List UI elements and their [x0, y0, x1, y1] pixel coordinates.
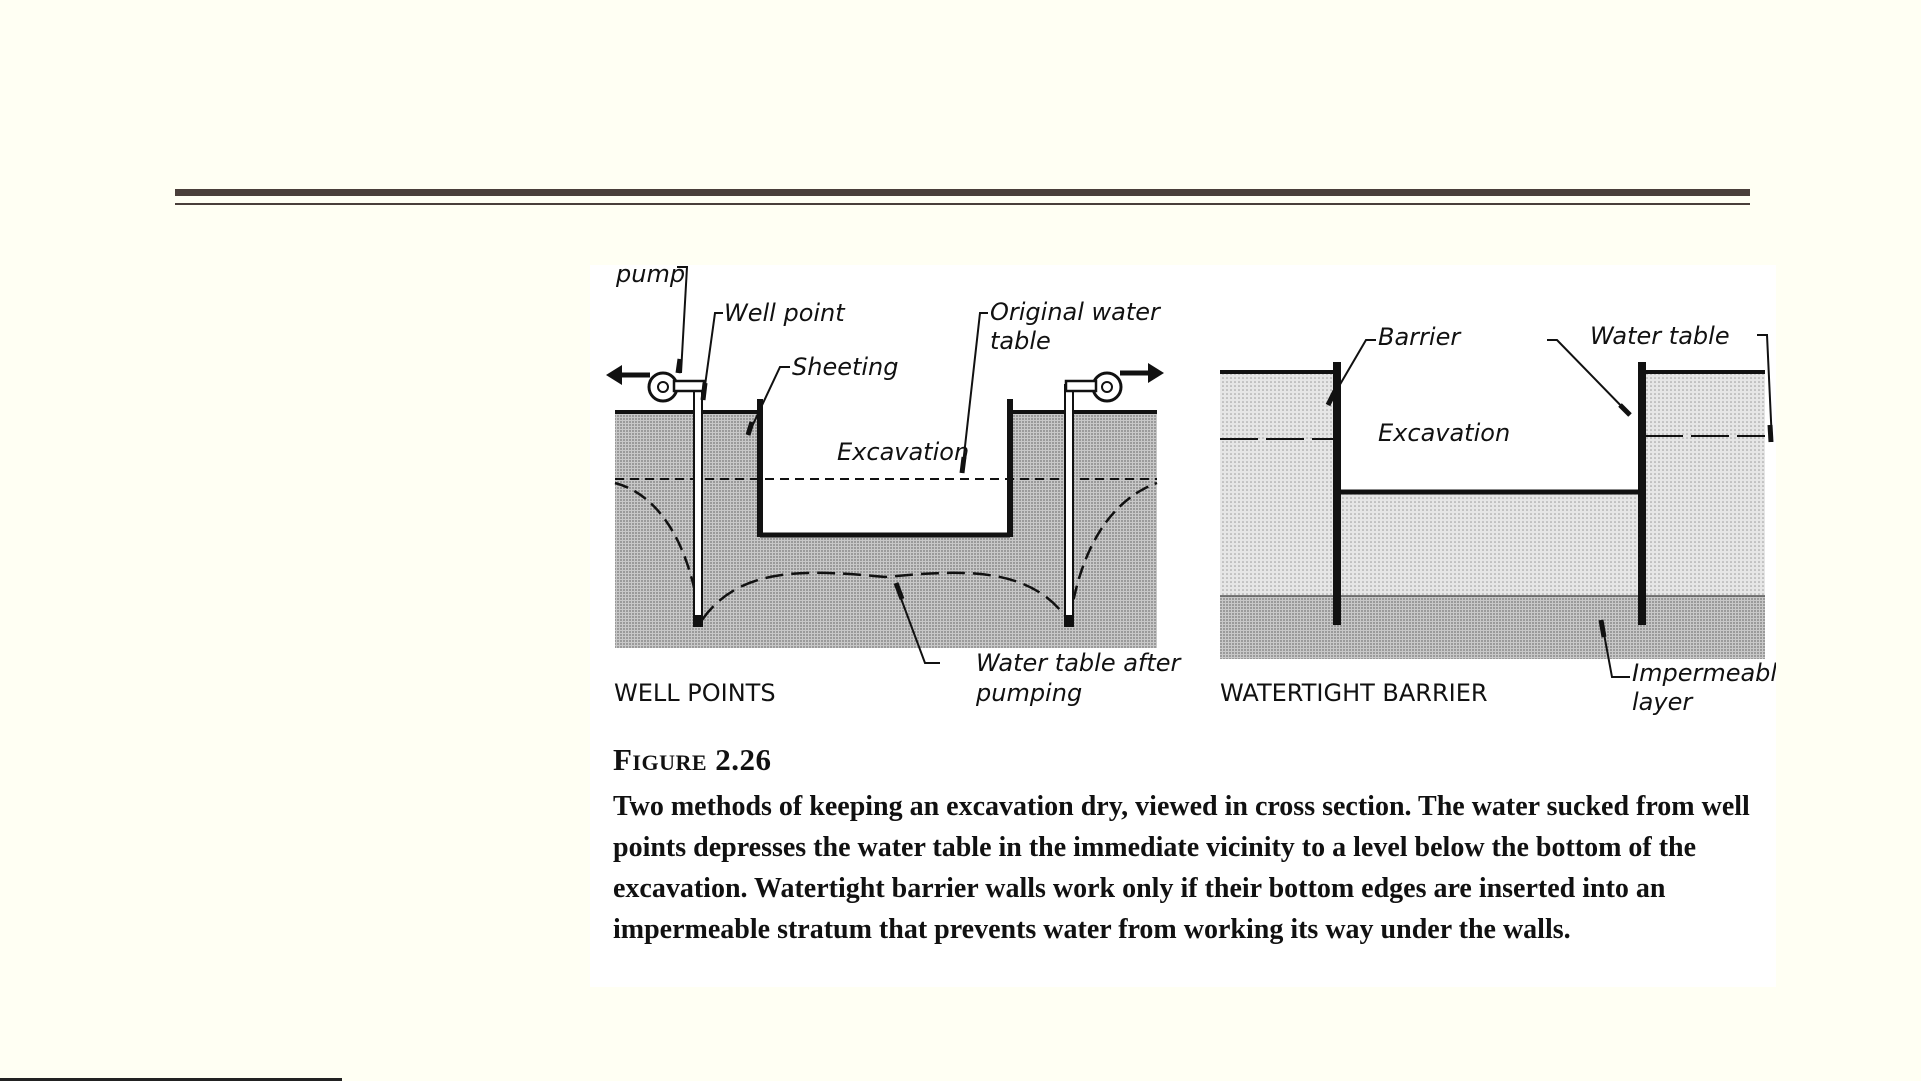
footer-line	[0, 1078, 342, 1081]
caption-watertight-barrier: WATERTIGHT BARRIER	[1220, 679, 1488, 707]
impermeable-layer	[1220, 596, 1765, 659]
pump-right-icon	[1064, 363, 1164, 403]
label-barrier: Barrier	[1378, 323, 1462, 351]
label-excavation-left: Excavation	[837, 438, 969, 466]
figure-panel: pump Well point Original water table She…	[590, 265, 1776, 987]
depressed-water-table-left	[614, 481, 702, 621]
label-sheeting: Sheeting	[792, 353, 899, 381]
permeable-soil-left	[1220, 372, 1337, 596]
label-original-water-table-2: table	[990, 327, 1051, 355]
figure-description: Two methods of keeping an excavation dry…	[613, 791, 1750, 945]
excavation-void	[760, 400, 1010, 535]
label-impermeable-1: Impermeable	[1632, 659, 1776, 687]
label-after-pumping-2: pumping	[975, 679, 1082, 707]
well-pipe-left	[693, 384, 703, 618]
label-pump: pump	[615, 265, 685, 288]
permeable-soil-below	[1337, 492, 1642, 596]
pump-left-icon	[606, 365, 706, 403]
sheeting-right	[1007, 399, 1013, 537]
permeable-soil-right	[1642, 372, 1765, 596]
figure-caption: Figure 2.26 Two methods of keeping an ex…	[613, 742, 1773, 950]
sheeting-left	[757, 399, 763, 537]
label-after-pumping-1: Water table after	[976, 649, 1183, 677]
label-original-water-table-1: Original water	[990, 298, 1162, 326]
header-rule-thick	[175, 189, 1750, 196]
soil-mass-left	[615, 412, 1157, 648]
well-tip-left	[693, 615, 703, 627]
label-excavation-right: Excavation	[1378, 419, 1510, 447]
depressed-water-table-center	[700, 571, 1070, 621]
label-impermeable-2: layer	[1632, 688, 1694, 716]
well-tip-right	[1064, 615, 1074, 627]
depressed-water-table-right	[1068, 481, 1158, 621]
header-rule-thin	[175, 203, 1750, 205]
watertight-barrier-diagram: Barrier Water table Excavation Impermeab…	[1220, 322, 1776, 716]
label-water-table: Water table	[1590, 322, 1730, 350]
well-points-diagram: pump Well point Original water table She…	[606, 265, 1183, 707]
excavation-diagram: pump Well point Original water table She…	[606, 265, 1776, 716]
label-well-point: Well point	[724, 299, 846, 327]
caption-well-points: WELL POINTS	[614, 679, 776, 707]
figure-title: Figure 2.26	[613, 742, 772, 777]
well-pipe-right	[1064, 384, 1074, 618]
